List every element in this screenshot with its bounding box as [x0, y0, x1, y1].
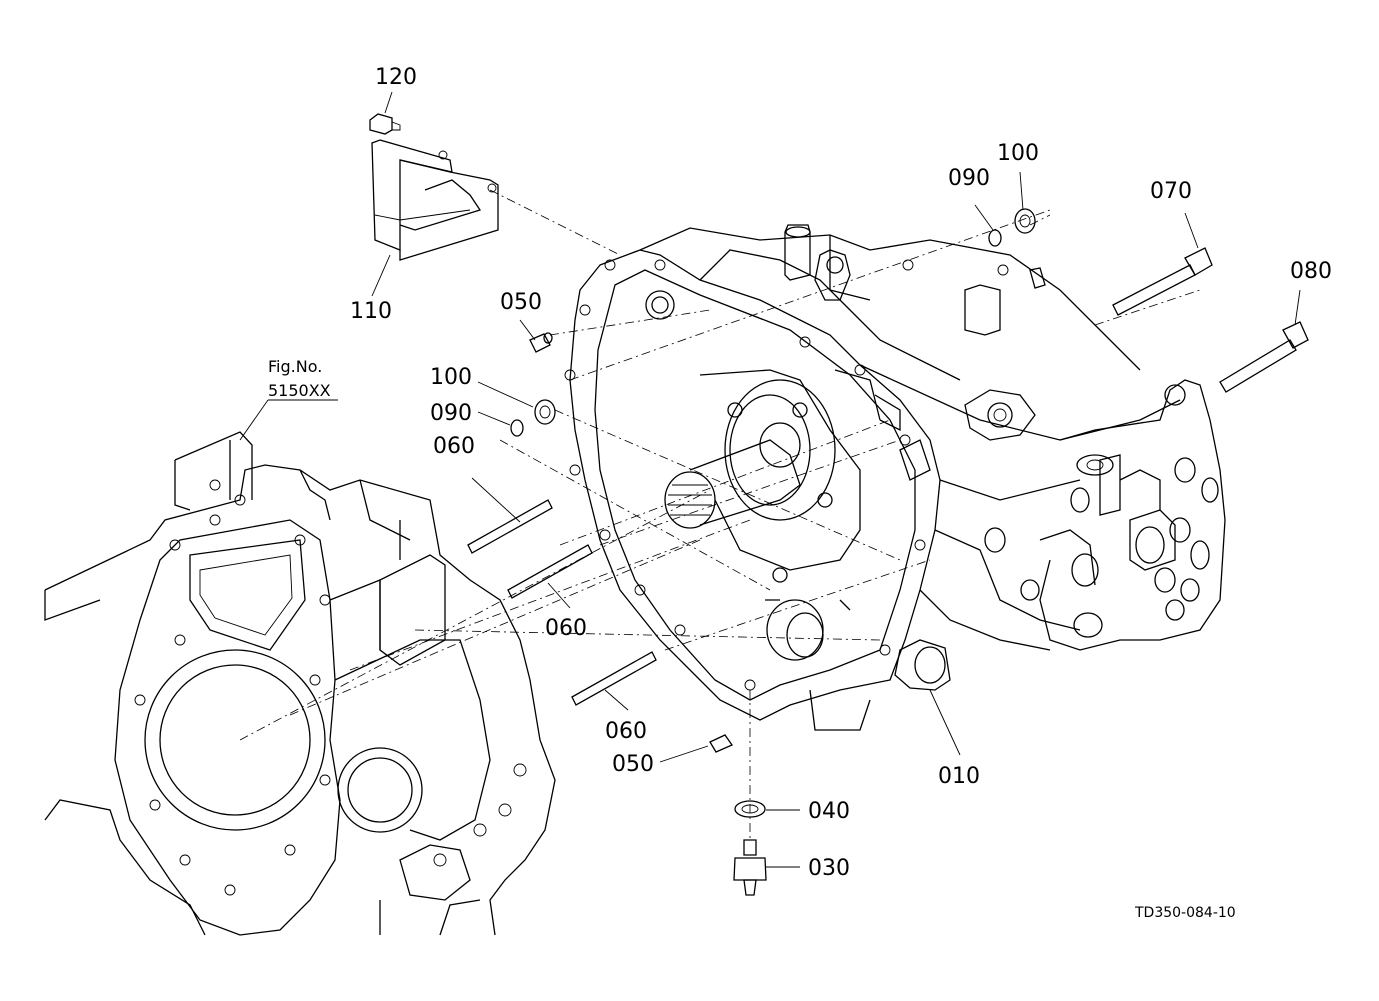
- clutch-housing-drawing: [44, 431, 556, 936]
- small-parts-drawing: [467, 208, 1309, 896]
- callout-060-upper: 060: [433, 434, 475, 459]
- callout-100-left: 100: [430, 365, 472, 390]
- callout-120: 120: [375, 65, 417, 90]
- callout-050-bottom: 050: [612, 752, 654, 777]
- drawing-code: TD350-084-10: [1134, 905, 1236, 921]
- callout-010: 010: [938, 764, 980, 789]
- callout-labels: 120 110 050 100 090 060 060 060 050 040 …: [350, 65, 1332, 881]
- callout-100-right: 100: [997, 141, 1039, 166]
- callout-070: 070: [1150, 179, 1192, 204]
- fig-no-label: Fig.No.: [268, 357, 322, 376]
- figure-reference: Fig.No. 5150XX: [268, 357, 331, 400]
- callout-090-left: 090: [430, 401, 472, 426]
- callout-080: 080: [1290, 259, 1332, 284]
- cover-110-drawing: [369, 113, 499, 261]
- callout-090-right: 090: [948, 166, 990, 191]
- transmission-case-drawing: [564, 224, 1226, 731]
- callout-040: 040: [808, 799, 850, 824]
- callout-110: 110: [350, 299, 392, 324]
- callout-060-lower: 060: [605, 719, 647, 744]
- callout-060-middle: 060: [545, 616, 587, 641]
- callout-050-top: 050: [500, 290, 542, 315]
- fig-no-number: 5150XX: [268, 381, 331, 400]
- callout-030: 030: [808, 856, 850, 881]
- assembly-centerlines: [239, 189, 1201, 840]
- leader-lines: [239, 91, 1301, 868]
